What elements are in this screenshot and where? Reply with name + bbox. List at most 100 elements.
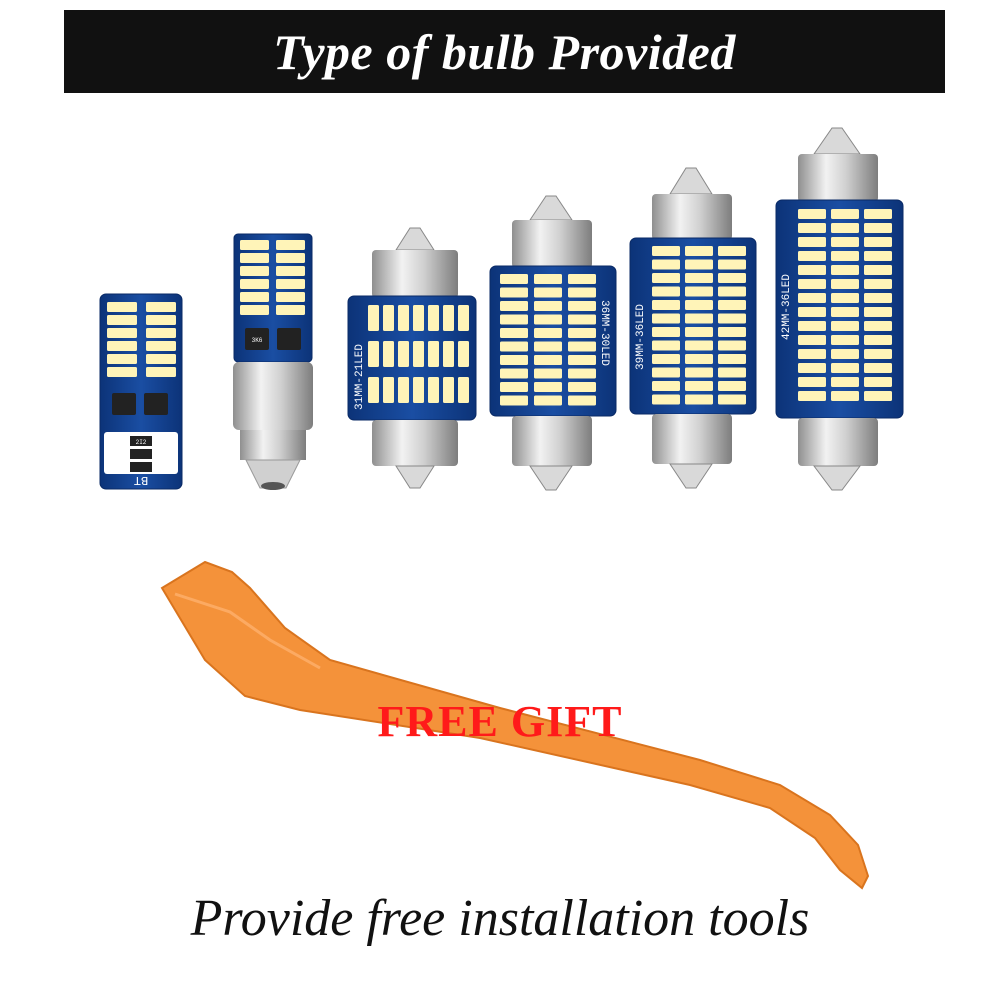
- led-chip: [685, 273, 713, 283]
- led-chip: [500, 355, 528, 365]
- led-chip: [798, 237, 826, 247]
- led-chip: [685, 300, 713, 310]
- led-chip: [652, 394, 680, 405]
- title-banner: Type of bulb Provided: [64, 10, 945, 93]
- led-chip: [718, 300, 746, 310]
- led-chip: [831, 237, 859, 247]
- led-chip: [652, 340, 680, 351]
- bulb-t10: 2I2 BT: [99, 293, 183, 490]
- led-chip: [146, 367, 176, 377]
- led-chip: [568, 368, 596, 379]
- bulb-festoon-42mm: 42MM-36LED: [775, 127, 904, 491]
- led-chip: [864, 391, 892, 401]
- led-chip: [718, 381, 746, 391]
- led-chip: [276, 253, 305, 263]
- led-chip: [831, 223, 859, 233]
- led-chip: [398, 377, 409, 403]
- led-chip: [568, 287, 596, 298]
- led-chip: [500, 395, 528, 406]
- led-chip: [652, 354, 680, 364]
- festoon-31-label: 31MM-21LED: [354, 344, 366, 410]
- led-grid: [107, 302, 176, 377]
- led-chip: [831, 307, 859, 317]
- led-chip: [428, 377, 439, 403]
- bulb-ba9s: 3K6: [233, 233, 313, 490]
- led-chip: [534, 341, 562, 352]
- led-chip: [652, 259, 680, 270]
- led-chip: [383, 305, 394, 331]
- led-chip: [864, 321, 892, 331]
- led-chip: [798, 349, 826, 359]
- led-chip: [652, 381, 680, 391]
- led-chip: [458, 377, 469, 403]
- led-chip: [413, 305, 424, 331]
- led-chip: [685, 327, 713, 337]
- led-chip: [864, 335, 892, 345]
- led-chip: [398, 305, 409, 331]
- bulb-festoon-39mm: 39MM-36LED: [629, 167, 757, 489]
- led-chip: [500, 341, 528, 352]
- led-chip: [718, 394, 746, 405]
- led-chip: [652, 273, 680, 283]
- led-chip: [864, 251, 892, 261]
- led-chip: [798, 265, 826, 275]
- led-chip: [500, 287, 528, 298]
- led-chip: [864, 279, 892, 289]
- led-chip: [685, 286, 713, 297]
- led-grid: [240, 240, 305, 315]
- led-chip: [685, 340, 713, 351]
- led-chip: [652, 313, 680, 324]
- led-chip: [413, 377, 424, 403]
- led-chip: [383, 341, 394, 367]
- led-chip: [368, 341, 379, 367]
- led-chip: [685, 246, 713, 256]
- led-chip: [864, 363, 892, 373]
- led-chip: [864, 209, 892, 219]
- led-chip: [718, 313, 746, 324]
- led-chip: [718, 340, 746, 351]
- led-chip: [831, 209, 859, 219]
- led-chip: [534, 301, 562, 311]
- led-chip: [500, 328, 528, 338]
- led-chip: [798, 363, 826, 373]
- led-chip: [276, 305, 305, 315]
- led-chip: [718, 246, 746, 256]
- t10-base-label: BT: [134, 473, 148, 487]
- led-chip: [864, 265, 892, 275]
- led-chip: [685, 381, 713, 391]
- led-chip: [534, 395, 562, 406]
- led-chip: [500, 301, 528, 311]
- led-chip: [831, 293, 859, 303]
- led-chip: [107, 315, 137, 325]
- led-chip: [146, 341, 176, 351]
- led-chip: [652, 286, 680, 297]
- led-chip: [500, 368, 528, 379]
- led-chip: [458, 305, 469, 331]
- led-chip: [240, 305, 269, 315]
- led-chip: [652, 246, 680, 256]
- led-chip: [500, 314, 528, 325]
- led-chip: [534, 328, 562, 338]
- led-chip: [383, 377, 394, 403]
- led-chip: [718, 354, 746, 364]
- led-chip: [240, 279, 269, 289]
- led-chip: [831, 363, 859, 373]
- bulb-lineup: 2I2 BT 3K6 31MM-21LED: [99, 127, 904, 491]
- led-chip: [500, 382, 528, 392]
- led-chip: [568, 355, 596, 365]
- led-chip: [798, 251, 826, 261]
- led-chip: [652, 367, 680, 378]
- led-chip: [831, 321, 859, 331]
- led-chip: [718, 367, 746, 378]
- led-chip: [718, 259, 746, 270]
- led-chip: [652, 327, 680, 337]
- led-chip: [831, 265, 859, 275]
- t10-chip-label: 2I2: [136, 439, 147, 446]
- led-chip: [443, 341, 454, 367]
- led-grid: [368, 305, 469, 403]
- led-chip: [276, 240, 305, 250]
- led-chip: [568, 328, 596, 338]
- led-chip: [831, 279, 859, 289]
- led-chip: [718, 273, 746, 283]
- led-chip: [443, 305, 454, 331]
